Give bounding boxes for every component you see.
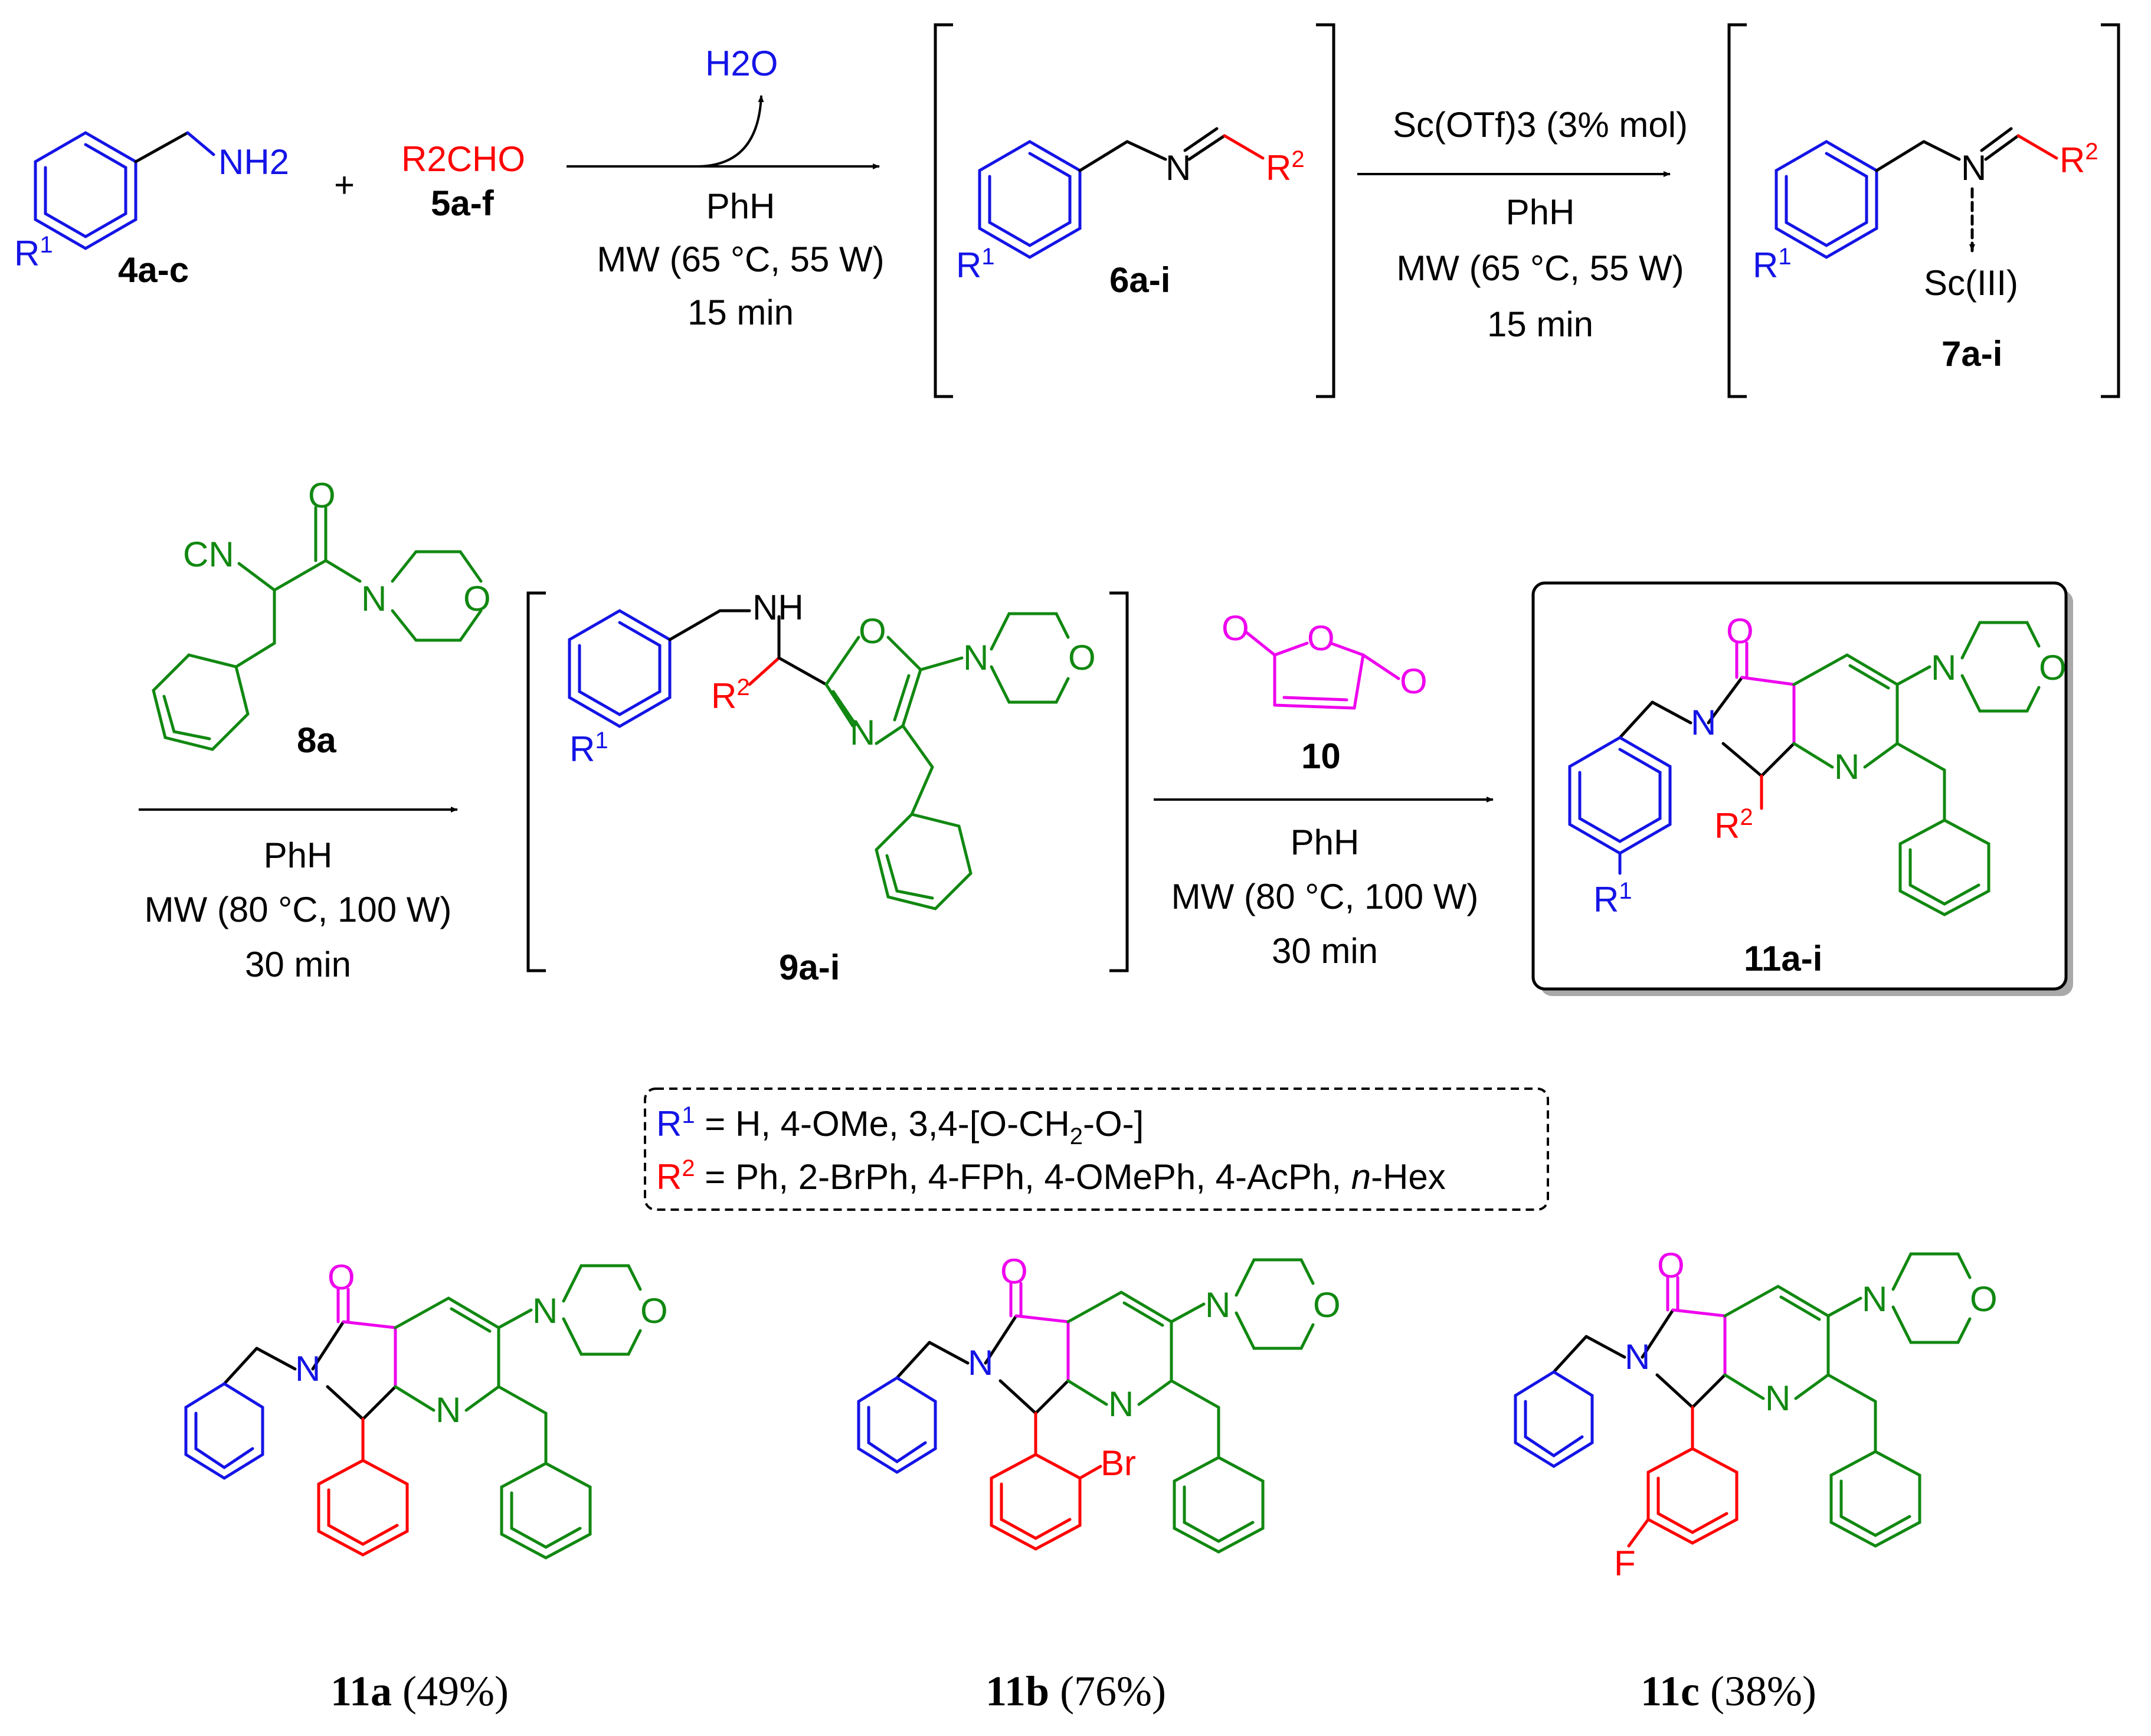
compound-9-label: 9a-i [779, 948, 840, 987]
lactam-n-label: N [1691, 703, 1716, 742]
pyridine-n-label: N [1834, 747, 1859, 787]
11c-morpholine-n-label: N [1862, 1279, 1887, 1319]
bracket-left-9 [526, 591, 546, 972]
compound-4-structure [34, 131, 215, 250]
amine-label: NH2 [218, 142, 289, 182]
product-11a-structure [184, 1264, 642, 1560]
scandium-label: Sc(III) [1924, 263, 2018, 303]
11b-pyridine-n-label: N [1108, 1384, 1134, 1424]
step1-conditions: MW (65 °C, 55 W) [597, 240, 884, 279]
product-11c-structure [1514, 1252, 1972, 1548]
compound-4-label: 4a-c [118, 250, 189, 290]
plus-sign: + [334, 165, 355, 205]
complex-n-label: N [1961, 148, 1986, 188]
amide-o-label: O [308, 476, 336, 515]
bracket-right-7 [2101, 23, 2120, 398]
imine-6-structure [978, 127, 1265, 259]
compound-11-label: 11a-i [1744, 939, 1822, 978]
compound-8-label: 8a [297, 720, 336, 760]
morpholine-n-label: N [361, 579, 387, 618]
anhydride-o3-label: O [1400, 661, 1428, 701]
complex-7-structure [1775, 127, 2058, 259]
oxazole-o-label: O [859, 611, 886, 651]
anhydride-10-structure [1243, 630, 1400, 710]
step2-solvent: PhH [1506, 192, 1575, 232]
11c-fluorine-label: F [1614, 1544, 1636, 1583]
amine-nh-label: NH [752, 588, 804, 627]
nitrile-label: CN [183, 535, 234, 574]
compound-10-label: 10 [1301, 736, 1341, 776]
compound-6-label: 6a-i [1109, 260, 1170, 300]
anhydride-o2-label: O [1307, 618, 1335, 658]
step4-time: 30 min [1272, 931, 1378, 971]
morpholine-n-label-9: N [963, 638, 988, 677]
step1-solvent: PhH [706, 186, 775, 226]
water-release-arrow [696, 95, 764, 168]
r2-label-11: R2 [1714, 804, 1753, 846]
step2-catalyst: Sc(OTf)3 (3% mol) [1393, 105, 1688, 145]
11b-morpholine-o-label: O [1313, 1285, 1341, 1325]
compound-5-label: 5a-f [431, 184, 495, 223]
step3-solvent: PhH [264, 836, 333, 875]
r2-substituent-list: R2 = Ph, 2-BrPh, 4-FPh, 4-OMePh, 4-AcPh,… [656, 1155, 1446, 1197]
anhydride-o1-label: O [1222, 608, 1249, 648]
aldehyde-label: R2CHO [401, 139, 525, 179]
reagent-8-structure [152, 506, 483, 751]
r2-label-7: R2 [2060, 139, 2098, 180]
bracket-right-9 [1109, 591, 1129, 972]
11c-o-label: O [1657, 1246, 1685, 1285]
r1-label-9: R1 [569, 728, 608, 769]
morpholine-o-label-9: O [1068, 638, 1096, 677]
11b-o-label: O [1000, 1252, 1028, 1291]
water-label: H2O [705, 44, 778, 83]
r1-substituent-list: R1 = H, 4-OMe, 3,4-[O-CH2-O-] [656, 1102, 1144, 1149]
r2-label-6: R2 [1266, 146, 1305, 188]
r1-label-6: R1 [956, 244, 995, 285]
step2-conditions: MW (65 °C, 55 W) [1396, 248, 1684, 288]
11b-lactam-n-label: N [968, 1343, 993, 1383]
11a-morpholine-n-label: N [532, 1291, 558, 1331]
bracket-left-7 [1727, 23, 1747, 398]
lactam-o-label: O [1726, 611, 1754, 651]
r2-label-9: R2 [711, 674, 750, 716]
11a-lactam-n-label: N [295, 1349, 320, 1388]
morpholine-o-label: O [463, 579, 491, 618]
11c-lactam-n-label: N [1625, 1337, 1650, 1377]
r1-label-11: R1 [1593, 878, 1632, 919]
11c-morpholine-o-label: O [1970, 1279, 1998, 1319]
morpholine-n-label-11: N [1931, 648, 1956, 687]
step4-solvent: PhH [1291, 823, 1360, 862]
morpholine-o-label-11: O [2039, 648, 2067, 687]
step3-conditions: MW (80 °C, 100 W) [145, 890, 452, 929]
oxazole-n-label: N [850, 713, 875, 752]
product-box [1531, 581, 2068, 991]
r1-label: R1 [14, 232, 53, 273]
step3-time: 30 min [245, 945, 351, 984]
step4-conditions: MW (80 °C, 100 W) [1171, 877, 1479, 916]
11a-pyridine-n-label: N [436, 1390, 461, 1430]
11b-caption: 11b (76%) [986, 1668, 1166, 1715]
step2-time: 15 min [1487, 304, 1593, 344]
product-11-structure [1568, 621, 2041, 916]
bracket-left-6 [934, 23, 953, 398]
11c-pyridine-n-label: N [1765, 1378, 1790, 1418]
11a-o-label: O [328, 1257, 355, 1297]
r1-label-7: R1 [1753, 244, 1792, 285]
11a-morpholine-o-label: O [640, 1291, 668, 1331]
11b-morpholine-n-label: N [1205, 1285, 1230, 1325]
11a-caption: 11a (49%) [330, 1668, 509, 1715]
11b-bromine-label: Br [1101, 1443, 1136, 1483]
product-11b-structure [857, 1258, 1315, 1554]
step1-time: 15 min [687, 293, 794, 332]
oxazole-9-structure [568, 609, 1070, 910]
bracket-right-6 [1316, 23, 1335, 398]
substituent-legend-box [644, 1088, 1549, 1211]
11c-caption: 11c (38%) [1641, 1668, 1816, 1715]
compound-7-label: 7a-i [1942, 334, 2002, 374]
imine-n-label: N [1165, 148, 1191, 188]
